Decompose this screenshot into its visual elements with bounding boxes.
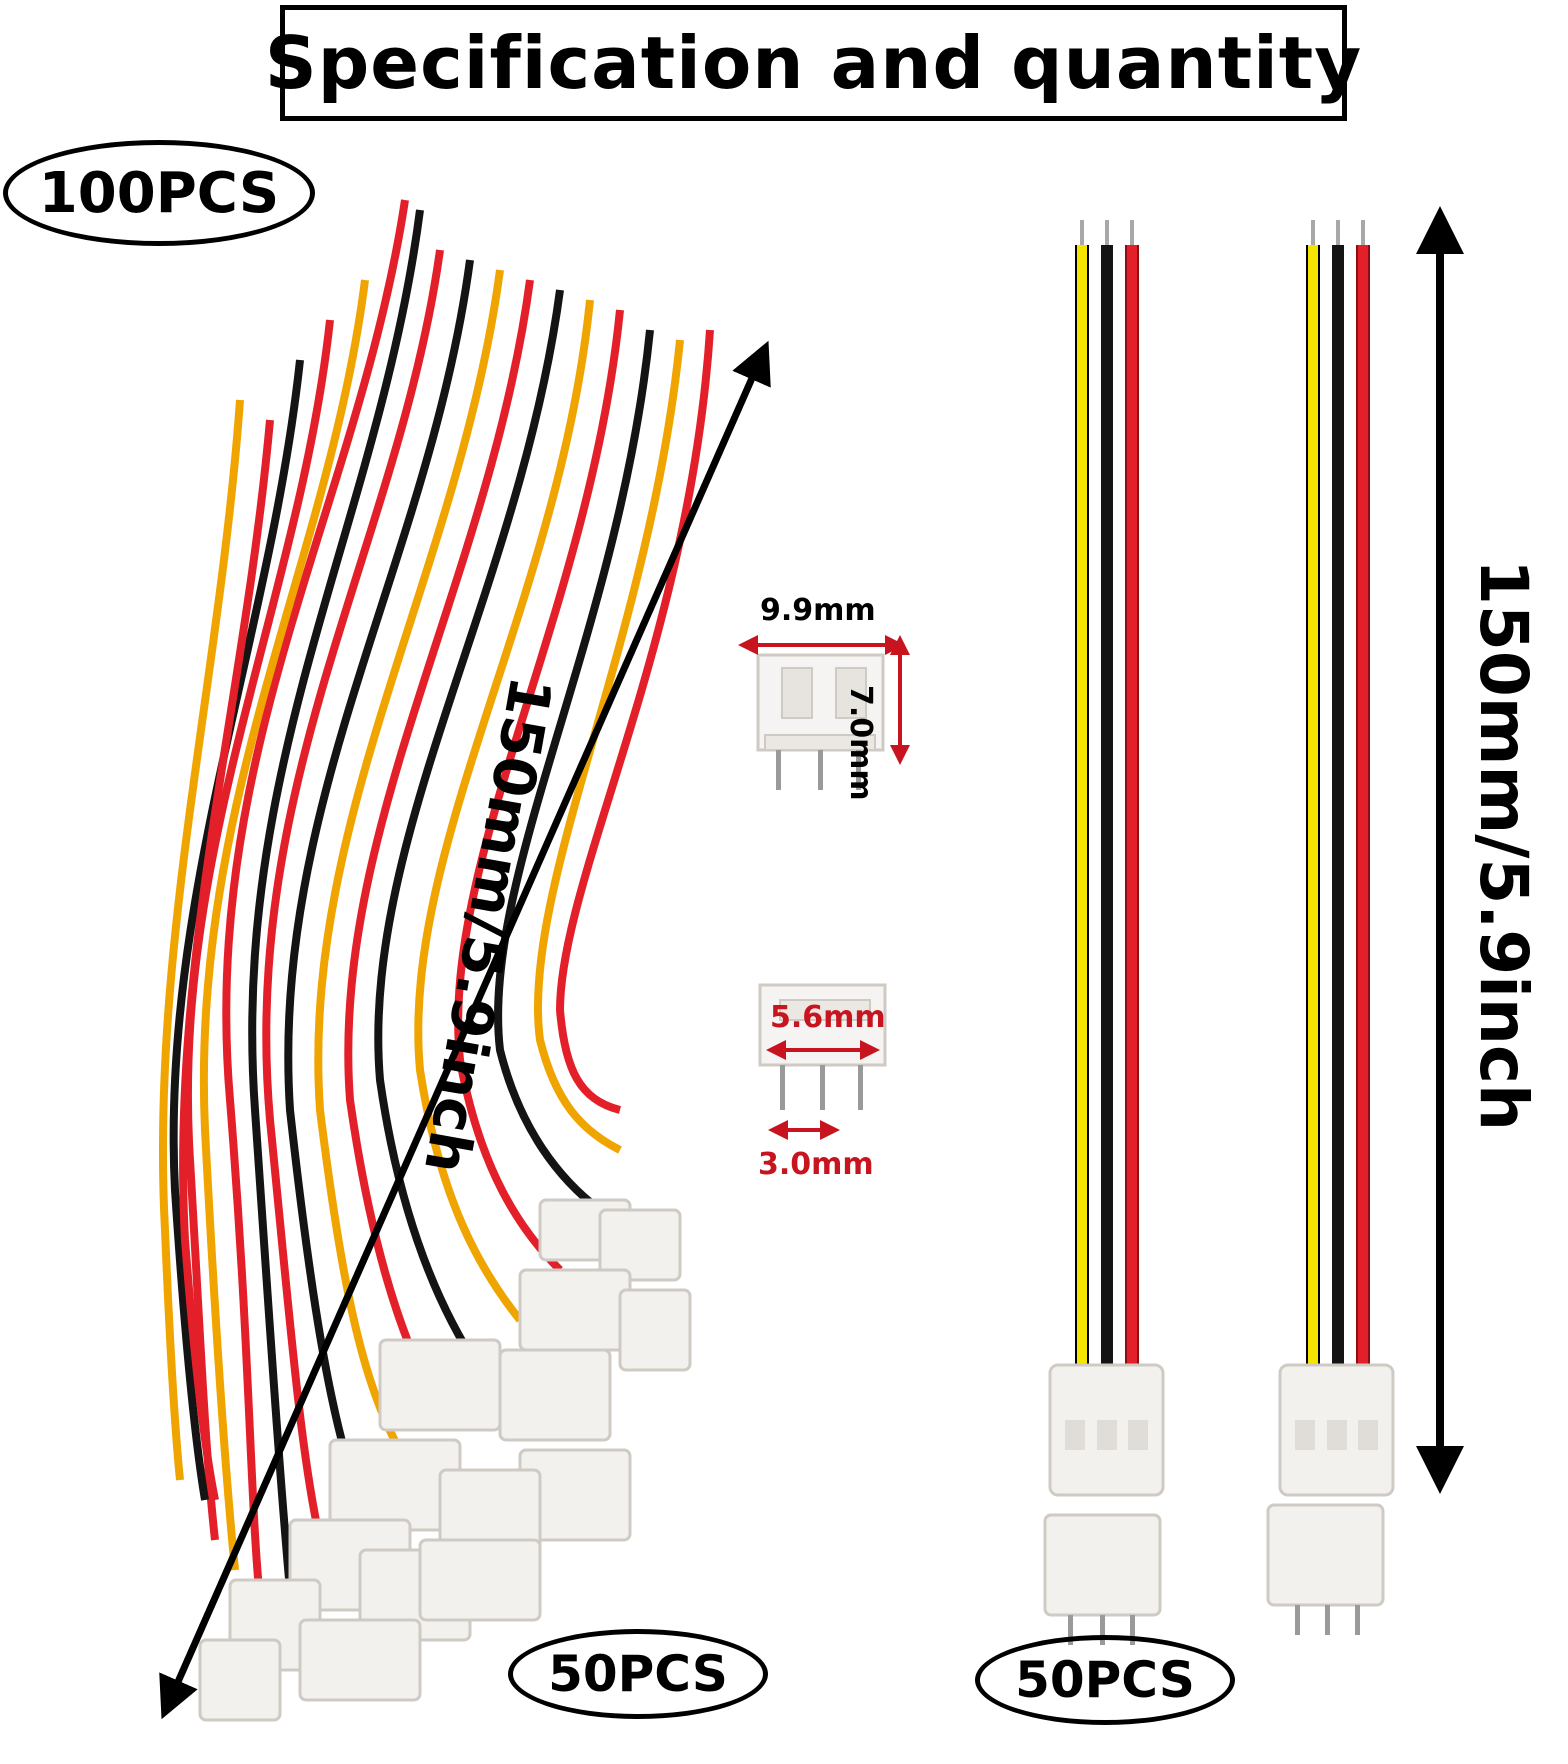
length-label-right: 150mm/5.9inch bbox=[1465, 558, 1542, 1132]
pitch-dimension-label: 3.0mm bbox=[758, 1147, 874, 1182]
page-title: Specification and quantity bbox=[264, 21, 1363, 105]
header-top-diagram bbox=[738, 635, 910, 790]
cable-assembly-1 bbox=[1043, 220, 1165, 1645]
cable-assembly-2 bbox=[1266, 220, 1395, 1635]
quantity-badge-left: 50PCS bbox=[508, 1629, 768, 1719]
quantity-badge-right: 50PCS bbox=[975, 1635, 1235, 1725]
height-dimension-label: 7.0mm bbox=[843, 685, 878, 801]
header-bottom-diagram bbox=[758, 983, 887, 1140]
length-arrow-left bbox=[159, 340, 771, 1720]
quantity-badge-total: 100PCS bbox=[3, 140, 315, 246]
pin-span-dimension-label: 5.6mm bbox=[770, 1000, 886, 1035]
title-box: Specification and quantity bbox=[265, 5, 1361, 121]
width-dimension-label: 9.9mm bbox=[760, 593, 876, 628]
